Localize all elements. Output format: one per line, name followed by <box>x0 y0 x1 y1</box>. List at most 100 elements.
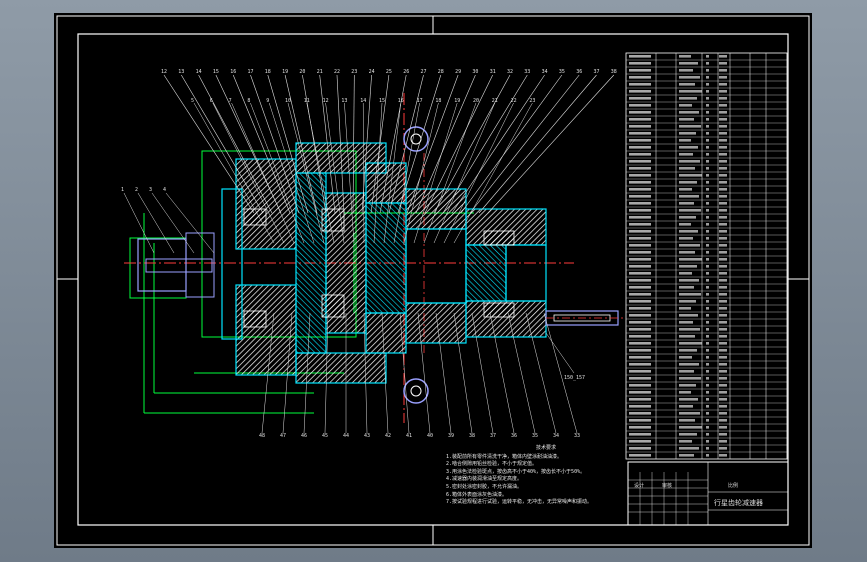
parts-list-name <box>679 132 696 135</box>
callout-leader <box>324 312 329 434</box>
callout-leader <box>250 74 300 214</box>
callout-number: 22 <box>511 98 517 104</box>
parts-list-name <box>679 139 691 142</box>
callout-number: 4 <box>163 187 166 193</box>
parts-list-material <box>719 181 727 184</box>
parts-list-code <box>629 349 651 352</box>
parts-list-material <box>719 342 727 345</box>
parts-list-qty <box>706 146 709 149</box>
callout-leader <box>460 74 563 214</box>
parts-list-code <box>629 426 651 429</box>
parts-list-code <box>629 342 651 345</box>
callout-number: 33 <box>574 433 580 439</box>
bearing-section <box>243 310 267 328</box>
parts-list-code <box>629 237 651 240</box>
parts-list-name <box>679 125 701 128</box>
callout-leader <box>433 74 511 214</box>
callout-leader <box>212 102 285 244</box>
parts-list-qty <box>706 412 709 415</box>
output-bearing <box>465 244 507 302</box>
callout-leader <box>373 102 383 244</box>
callout-leader <box>545 332 575 374</box>
parts-list-code <box>629 139 651 142</box>
parts-list-material <box>719 118 727 121</box>
parts-list-qty <box>706 174 709 177</box>
callout-number: 2 <box>135 187 138 193</box>
parts-list-material <box>719 300 727 303</box>
callout-leader <box>471 312 494 434</box>
parts-list-qty <box>706 356 709 359</box>
parts-list-material <box>719 167 727 170</box>
parts-list-name <box>679 76 700 79</box>
callout-number: 43 <box>364 433 370 439</box>
callout-leader <box>306 102 335 244</box>
parts-list-material <box>719 426 727 429</box>
middle-lower-housing <box>405 302 467 344</box>
parts-list-material <box>719 433 727 436</box>
parts-list-qty <box>706 195 709 198</box>
callout-number: 31 <box>490 69 496 75</box>
callout-number: 37 <box>490 433 496 439</box>
callout-leader <box>198 74 273 214</box>
parts-list-qty <box>706 328 709 331</box>
callout-leader <box>399 312 410 434</box>
parts-list-qty <box>706 181 709 184</box>
parts-list-material <box>719 454 727 457</box>
technical-requirements: 技术要求 1.装配前所有零件清洗干净，箱体内壁涂耐油油漆。2.啮合侧隙用铅丝检验… <box>446 445 686 507</box>
parts-list-name <box>679 419 695 422</box>
callout-number: 30 <box>472 69 478 75</box>
callout-number: 19 <box>454 98 460 104</box>
parts-list-material <box>719 104 727 107</box>
callout-number: 35 <box>532 433 538 439</box>
callout-number: 13 <box>178 69 184 75</box>
parts-list-qty <box>706 440 709 443</box>
parts-list-material <box>719 90 727 93</box>
parts-list-code <box>629 384 651 387</box>
callout-number: 20 <box>299 69 305 75</box>
parts-list-material <box>719 398 727 401</box>
parts-list-material <box>719 384 727 387</box>
parts-list-qty <box>706 279 709 282</box>
parts-list-name <box>679 153 693 156</box>
parts-list-qty <box>706 244 709 247</box>
parts-list-qty <box>706 62 709 65</box>
parts-list-material <box>719 447 727 450</box>
parts-list-qty <box>706 314 709 317</box>
note-line: 3.用涂色法检验斑点，按齿高不小于40%，按齿长不小于50%。 <box>446 468 586 475</box>
callout-number: 9 <box>266 98 269 104</box>
parts-list-material <box>719 76 727 79</box>
parts-list-name <box>679 342 702 345</box>
parts-list-qty <box>706 55 709 58</box>
parts-list-qty <box>706 188 709 191</box>
parts-list-material <box>719 314 727 317</box>
parts-list-qty <box>706 223 709 226</box>
callout-leader <box>165 192 215 254</box>
callout-leader <box>423 102 477 244</box>
parts-list-material <box>719 349 727 352</box>
parts-list-code <box>629 356 651 359</box>
parts-list-code <box>629 440 651 443</box>
callout-number: 19 <box>282 69 288 75</box>
parts-list-qty <box>706 90 709 93</box>
parts-list-qty <box>706 83 709 86</box>
parts-list-material <box>719 377 727 380</box>
parts-list-name <box>679 188 692 191</box>
parts-list-code <box>629 167 651 170</box>
callout-number: 13 <box>341 98 347 104</box>
parts-list-name <box>679 216 696 219</box>
callout-leader <box>379 74 407 214</box>
callout-leader <box>123 192 155 254</box>
parts-list-name <box>679 223 691 226</box>
parts-list-qty <box>706 69 709 72</box>
callout-leader <box>406 74 459 214</box>
callout-leader <box>397 74 442 214</box>
callout-leader <box>388 74 424 214</box>
parts-list-code <box>629 90 651 93</box>
callout-number: 41 <box>406 433 412 439</box>
parts-list-material <box>719 62 727 65</box>
parts-list-qty <box>706 293 709 296</box>
parts-list-code <box>629 391 651 394</box>
parts-list-name <box>679 118 694 121</box>
parts-list-code <box>629 223 651 226</box>
